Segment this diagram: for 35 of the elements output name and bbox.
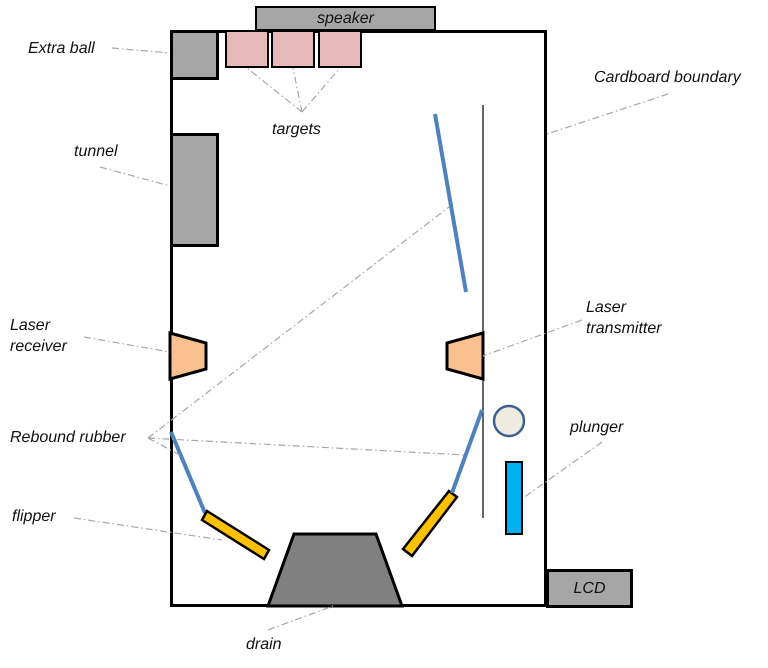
plunger-bar xyxy=(505,461,523,535)
leader-line xyxy=(148,437,466,456)
speaker-box: speaker xyxy=(255,6,436,31)
board-outline xyxy=(170,30,547,607)
leader-line xyxy=(148,437,180,456)
target-block xyxy=(225,30,269,68)
leader-line xyxy=(302,68,340,112)
lcd-box: LCD xyxy=(546,569,633,608)
leader-line xyxy=(546,93,668,135)
leader-line xyxy=(482,319,582,357)
extra-ball-block xyxy=(170,30,219,80)
callout-label: tunnel xyxy=(74,141,128,163)
laser-transmitter-block xyxy=(444,330,486,382)
target-block xyxy=(318,30,362,68)
tunnel-block xyxy=(170,133,219,247)
leader-line xyxy=(522,442,602,498)
callout-label: plunger xyxy=(570,417,634,439)
callout-label: flipper xyxy=(12,506,68,528)
target-block xyxy=(271,30,315,68)
leader-line xyxy=(148,206,450,438)
drain-block xyxy=(266,532,404,608)
callout-label: drain xyxy=(246,634,290,656)
leader-line xyxy=(246,68,302,112)
callout-label: targets xyxy=(272,119,334,141)
callout-label: Cardboard boundary xyxy=(594,67,760,89)
flipper-bar xyxy=(200,507,273,563)
callout-label: Rebound rubber xyxy=(10,427,140,449)
callout-label: Laser transmitter xyxy=(586,297,678,341)
callout-label: Laser receiver xyxy=(10,315,84,359)
leader-line xyxy=(292,68,303,112)
leader-line xyxy=(268,605,334,631)
callout-label: Extra ball xyxy=(28,38,114,60)
laser-receiver-block xyxy=(167,330,209,382)
leader-line xyxy=(84,336,170,353)
leader-line xyxy=(74,517,222,541)
